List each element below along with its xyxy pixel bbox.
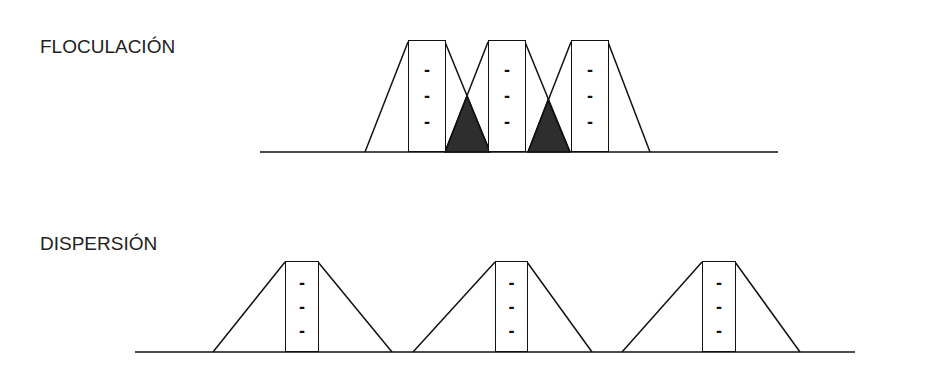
- double-layer-edge: [413, 262, 495, 352]
- overlap-zone: [528, 100, 570, 152]
- double-layer-edge: [608, 42, 650, 152]
- double-layer-edge: [318, 262, 392, 352]
- clay-plate: - - -: [408, 40, 446, 152]
- double-layer-edge: [365, 42, 408, 152]
- double-layer-edge: [735, 262, 800, 352]
- clay-plate: - - -: [702, 261, 736, 352]
- double-layer-edge: [528, 42, 571, 152]
- state-label: DISPERSIÓN: [40, 233, 157, 255]
- charge-marks: - - -: [502, 57, 512, 135]
- charge-marks: - - -: [714, 271, 724, 343]
- double-layer-edge: [622, 262, 702, 352]
- double-layer-edge: [213, 262, 285, 352]
- double-layer-edge: [527, 262, 592, 352]
- overlap-zone: [445, 96, 490, 152]
- clay-plate: - - -: [285, 261, 319, 352]
- clay-plate: - - -: [571, 40, 609, 152]
- charge-marks: - - -: [297, 271, 307, 343]
- double-layer-edge: [525, 42, 570, 152]
- clay-plate: - - -: [495, 261, 528, 352]
- state-label: FLOCULACIÓN: [40, 36, 175, 58]
- charge-marks: - - -: [507, 271, 517, 343]
- charge-marks: - - -: [422, 57, 432, 135]
- double-layer-edge: [445, 42, 490, 152]
- clay-plate: - - -: [488, 40, 526, 152]
- charge-marks: - - -: [585, 57, 595, 135]
- double-layer-edge: [445, 42, 488, 152]
